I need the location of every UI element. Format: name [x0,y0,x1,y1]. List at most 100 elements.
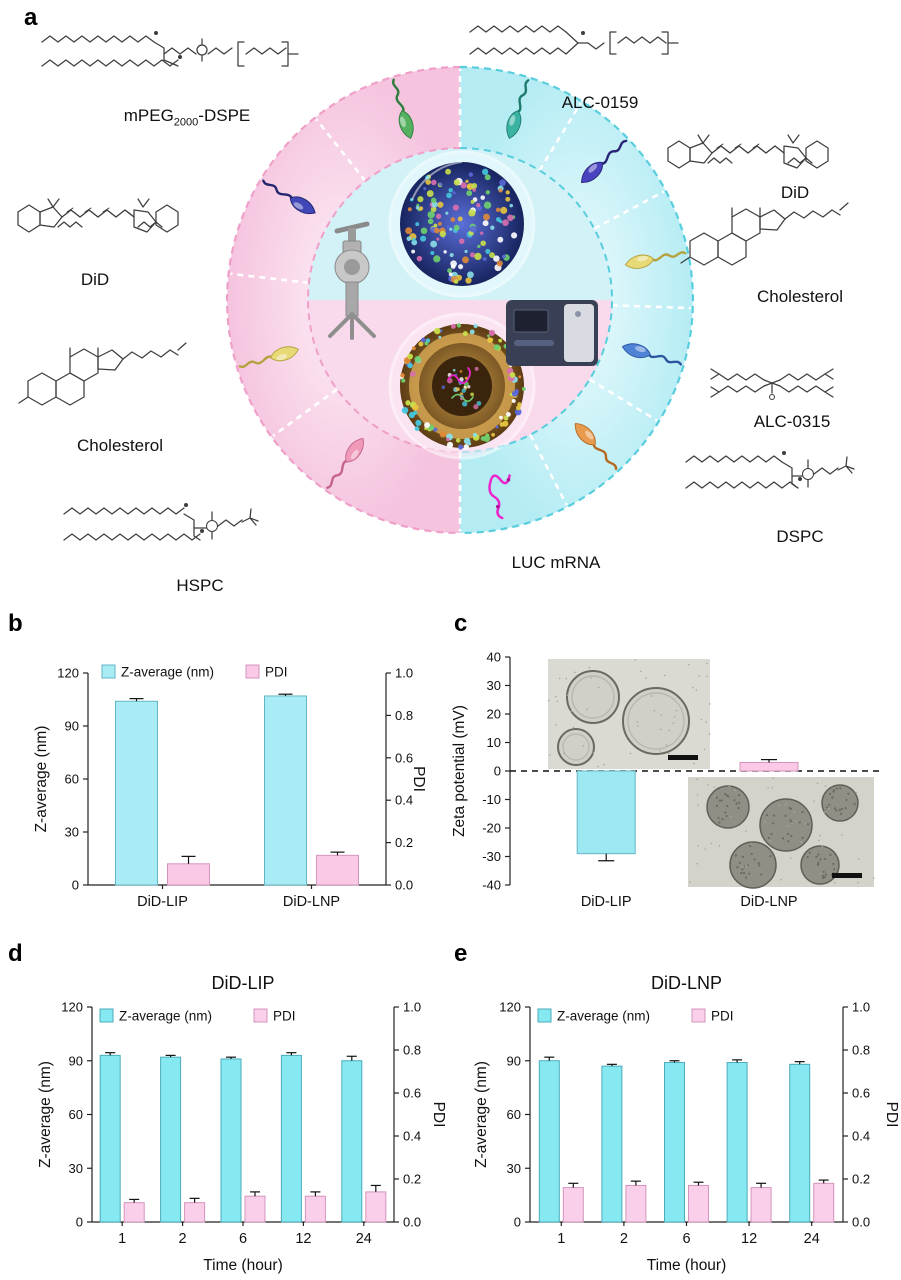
bar-zavg [115,700,158,886]
svg-text:0.8: 0.8 [403,1043,421,1058]
label-alc-0315: ALC-0315 [753,412,831,431]
bar-zavg [601,1065,623,1223]
microfluidics-instrument [506,300,598,366]
bar-pdi [304,1195,326,1223]
svg-text:Z-average (nm): Z-average (nm) [121,665,214,680]
panel-d-label: d [8,940,23,967]
svg-text:0: 0 [514,1215,521,1230]
svg-text:30: 30 [487,678,501,693]
svg-text:0.2: 0.2 [395,835,413,850]
bar-zavg [99,1054,121,1223]
svg-text:0.6: 0.6 [852,1086,870,1101]
bar-zeta [576,770,636,855]
svg-text:Z-average (nm): Z-average (nm) [557,1009,650,1024]
svg-text:60: 60 [69,1107,83,1122]
bar-zavg [789,1063,811,1223]
structure-alc-0315 [710,368,834,400]
svg-text:Zeta potential (mV): Zeta potential (mV) [451,705,468,837]
svg-text:30: 30 [65,825,79,840]
svg-text:0.6: 0.6 [403,1086,421,1101]
svg-text:90: 90 [65,719,79,734]
structure-hspc [63,503,259,541]
svg-text:0.4: 0.4 [395,793,413,808]
svg-text:1.0: 1.0 [403,1000,421,1015]
svg-text:-20: -20 [482,821,501,836]
svg-text:-30: -30 [482,849,501,864]
tem-image-did-lip [547,659,711,769]
svg-text:-10: -10 [482,792,501,807]
svg-text:PDI: PDI [273,1009,296,1024]
svg-text:0: 0 [72,878,79,893]
svg-text:40: 40 [487,650,501,665]
lnp-nanoparticle-render [400,161,524,286]
svg-text:PDI: PDI [430,1102,447,1128]
icon-lipid-yellow-right [624,251,687,269]
legend: Z-average (nm) PDI [99,1008,296,1024]
svg-text:120: 120 [499,1000,521,1015]
panel-a-diagram [17,25,855,541]
svg-text:0: 0 [494,764,501,779]
svg-text:120: 120 [57,666,79,681]
bar-zavg [664,1062,685,1223]
svg-text:Time (hour): Time (hour) [647,1257,727,1274]
bar-zeta [739,761,799,772]
svg-text:PDI: PDI [883,1102,900,1128]
svg-text:DiD-LNP: DiD-LNP [740,894,797,910]
icon-lipid-green [391,78,414,139]
svg-text:12: 12 [295,1231,311,1247]
svg-text:0.8: 0.8 [395,708,413,723]
svg-text:20: 20 [487,707,501,722]
scale-bar [832,873,862,878]
structure-alc-0159 [469,25,679,55]
label-dspc: DSPC [776,527,824,546]
svg-text:DiD-LIP: DiD-LIP [137,894,188,910]
svg-text:2: 2 [620,1231,628,1247]
bar-pdi [688,1184,709,1223]
svg-text:0.0: 0.0 [395,878,413,893]
svg-text:DiD-LNP: DiD-LNP [651,973,722,993]
panel-b-label: b [8,610,23,637]
icon-lipid-teal [506,79,530,139]
svg-text:60: 60 [65,772,79,787]
bar-pdi [316,854,359,886]
svg-text:Z-average (nm): Z-average (nm) [33,726,50,833]
svg-text:2: 2 [179,1231,187,1247]
panel-a-label: a [24,4,38,31]
svg-text:Z-average (nm): Z-average (nm) [37,1061,54,1168]
label-mpeg-sub: 2000 [173,116,199,129]
icon-lipid-yellow-left [238,346,299,369]
svg-text:0.2: 0.2 [403,1172,421,1187]
svg-text:-40: -40 [482,878,501,893]
svg-text:10: 10 [487,735,501,750]
label-luc-mrna: LUC mRNA [511,553,601,572]
svg-text:1: 1 [118,1231,126,1247]
svg-text:90: 90 [507,1053,521,1068]
svg-text:Z-average (nm): Z-average (nm) [119,1009,212,1024]
axes: -40 -30 -20 -10 0 10 20 30 40 [482,650,511,893]
bar-zavg [341,1060,363,1223]
icon-mrna-squiggle [488,474,511,520]
icon-lipid-navy-right [581,139,628,184]
label-did-left: DiD [80,270,110,289]
extruder-device [328,221,376,340]
svg-text:DiD-LNP: DiD-LNP [283,894,340,910]
svg-text:DiD-LIP: DiD-LIP [581,894,632,910]
icon-lipid-blue [621,343,683,366]
label-alc-0159: ALC-0159 [561,93,639,112]
panel-e-label: e [454,940,468,967]
bar-zavg [160,1056,182,1223]
bar-zavg [280,1054,302,1223]
bar-pdi [365,1191,387,1223]
label-mpeg-post: -DSPE [198,106,251,125]
structure-mpeg2000-dspe [41,31,299,67]
label-did-right: DiD [780,183,810,202]
bar-pdi [813,1182,835,1223]
legend: Z-average (nm)PDI [101,664,288,680]
svg-text:PDI: PDI [410,766,427,792]
svg-text:24: 24 [356,1231,372,1247]
structure-dspc [685,451,855,489]
svg-text:30: 30 [69,1161,83,1176]
